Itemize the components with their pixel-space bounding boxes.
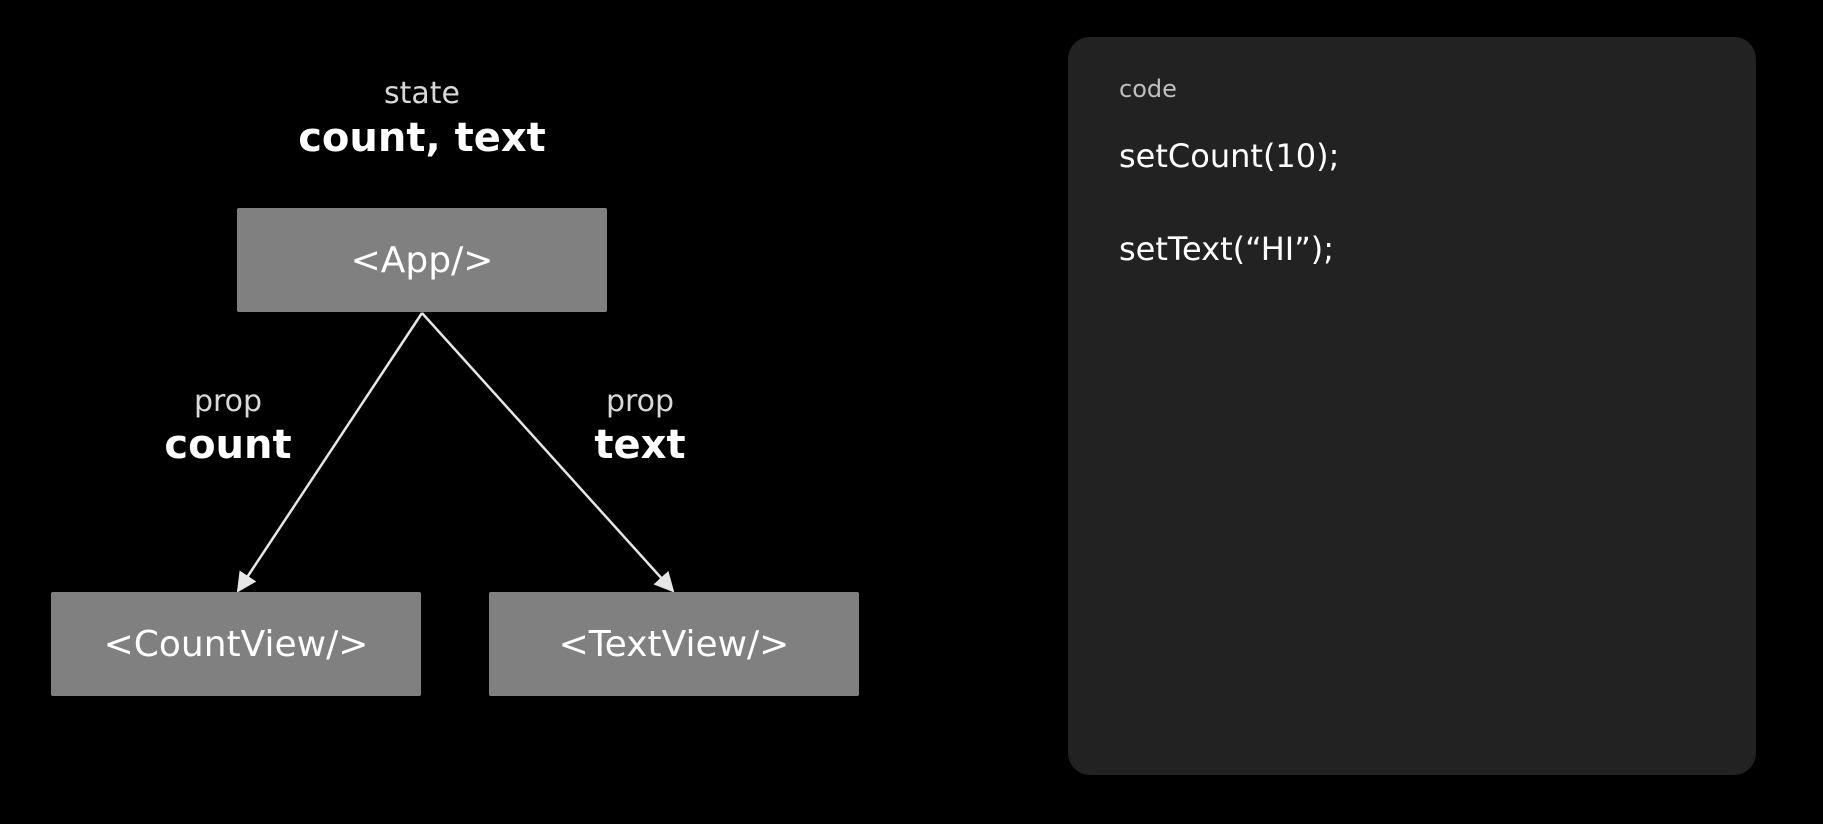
prop-count-value: count xyxy=(164,422,292,468)
prop-count-caption: prop xyxy=(193,384,263,419)
countview-node-label: <CountView/> xyxy=(103,623,369,665)
countview-node: <CountView/> xyxy=(51,592,421,696)
code-panel-label: code xyxy=(1119,75,1177,103)
edge-app-to-countview xyxy=(236,312,424,593)
textview-node-label: <TextView/> xyxy=(558,623,790,665)
code-panel: code setCount(10); setText(“HI”); xyxy=(1068,37,1756,775)
code-line: setCount(10); xyxy=(1119,137,1340,175)
code-line: setText(“HI”); xyxy=(1119,230,1335,268)
state-values: count, text xyxy=(298,115,546,161)
edge-app-to-textview xyxy=(421,312,675,593)
prop-text-value: text xyxy=(594,422,686,468)
app-node-label: <App/> xyxy=(350,239,494,281)
textview-node: <TextView/> xyxy=(489,592,859,696)
state-caption: state xyxy=(384,76,460,111)
prop-text-caption: prop xyxy=(605,384,675,419)
app-node: <App/> xyxy=(237,208,607,312)
